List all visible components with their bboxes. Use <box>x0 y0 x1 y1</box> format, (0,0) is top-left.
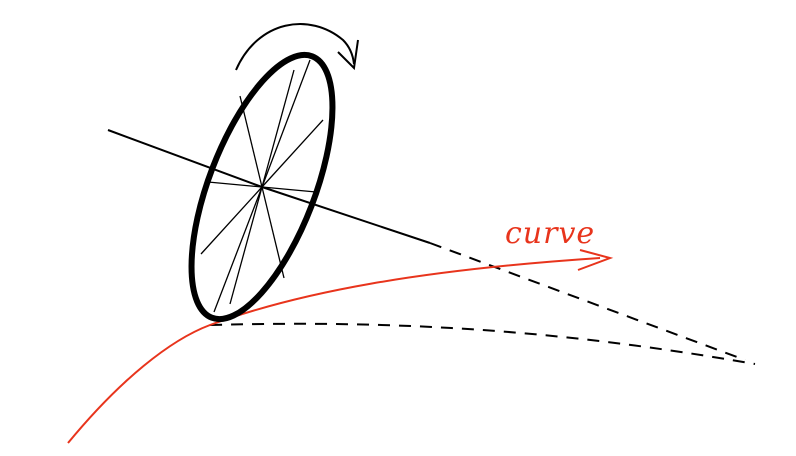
rotation-arrowhead-icon <box>337 39 359 71</box>
wheel-rim <box>188 51 336 323</box>
rotation-arrow-icon <box>235 23 355 71</box>
wheel-spokes <box>200 59 324 313</box>
curve-arrow-icon <box>577 249 614 271</box>
curve-path <box>67 257 601 444</box>
curve-label: curve <box>505 216 595 251</box>
axle-axis-dashed-line <box>429 242 746 361</box>
axle-axis-line <box>107 129 431 244</box>
contact-dashed-line <box>209 322 756 365</box>
